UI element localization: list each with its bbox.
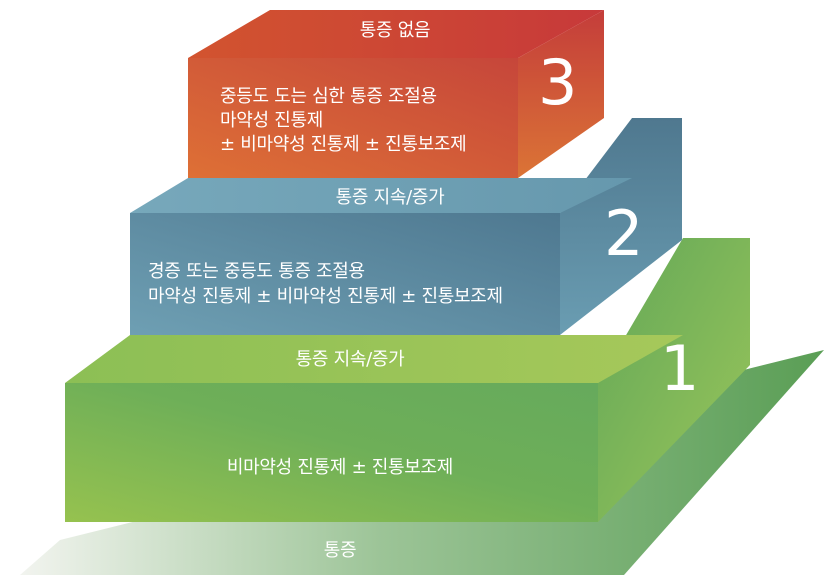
step-2-number: 2 (604, 197, 644, 270)
step-2-front (130, 213, 560, 335)
step-3-top-label: 통증 없음 (359, 20, 431, 41)
step-1-top-label: 통증 지속/증가 (295, 349, 405, 370)
base-label: 통증 (323, 540, 357, 561)
step-1-side (598, 238, 750, 522)
step-3-top (188, 10, 604, 58)
step-2-side (560, 118, 682, 335)
step-2-front-line-2: 마약성 진통제 ± 비마약성 진통제 ± 진통보조제 (148, 286, 503, 307)
step-1-number: 1 (660, 332, 700, 405)
step-2-top (130, 178, 632, 213)
step-3-front (188, 58, 518, 178)
step-1-front (65, 383, 598, 522)
step-2-front-line-1: 경증 또는 중등도 통증 조절용 (148, 261, 365, 282)
step-1-front-line-1: 비마약성 진통제 ± 진통보조제 (226, 457, 454, 478)
step-3-front-line-2: 마약성 진통제 (220, 110, 323, 131)
step-3-front-line-1: 중등도 도는 심한 통증 조절용 (220, 86, 437, 107)
step-3-side (518, 10, 604, 178)
step-3-number: 3 (538, 46, 578, 119)
step-2-top-label: 통증 지속/증가 (335, 187, 445, 208)
step-1-top (65, 335, 683, 383)
step-3-front-line-3: ± 비마약성 진통제 ± 진통보조제 (220, 134, 467, 155)
